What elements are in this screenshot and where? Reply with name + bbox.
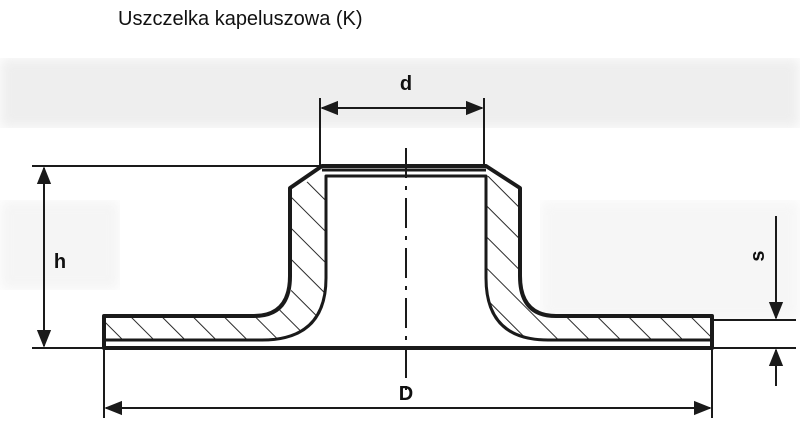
dimension-h: h — [32, 165, 322, 349]
label-d: d — [400, 73, 412, 95]
right-wall-section — [486, 176, 712, 340]
left-wall-section — [104, 176, 326, 340]
label-s: s — [747, 250, 769, 261]
scan-background — [0, 58, 800, 320]
dimension-d: d — [319, 73, 485, 166]
label-D: D — [399, 383, 413, 405]
outer-contour — [102, 164, 714, 350]
dimension-D: D — [103, 348, 713, 418]
dimension-s: s — [712, 216, 796, 386]
page-title: Uszczelka kapeluszowa (K) — [118, 8, 363, 30]
label-h: h — [54, 251, 66, 273]
